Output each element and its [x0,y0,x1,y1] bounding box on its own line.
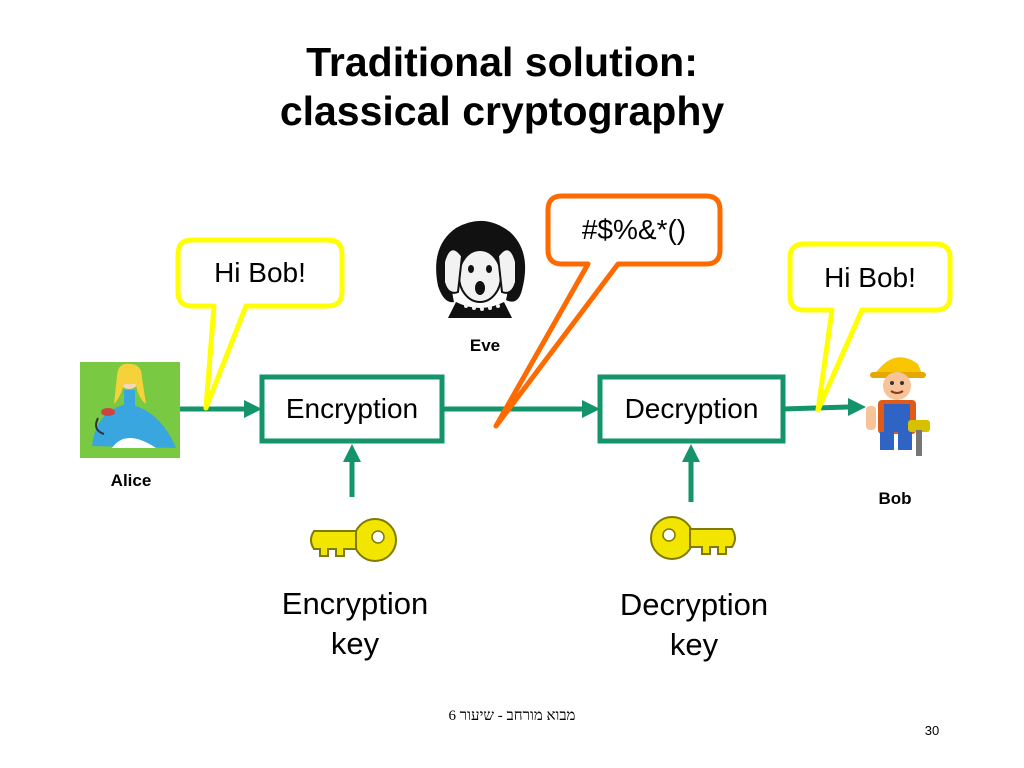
eve-speech-bubble [493,193,723,429]
bob-name: Bob [878,489,912,508]
encryption-box [259,374,445,444]
slide-title: Traditional solution: classical cryptogr… [0,38,1004,136]
alice-name: Alice [110,471,152,490]
decryption-key-icon [650,516,736,560]
decryption-key-label: Decryption key [594,585,794,665]
decryption-key-label-line1: Decryption [619,587,769,622]
title-line-1: Traditional solution: [306,39,698,85]
eve-shocked-woman-icon [436,220,526,318]
decryption-box-label: Decryption [624,393,759,424]
flow-arrows [180,398,866,502]
encryption-key-icon [310,518,397,562]
intercepted-message: #$%&*() [581,214,687,245]
alice-speech-bubble [175,237,345,411]
bob-message: Hi Bob! [824,262,916,293]
footer-text: מבוא מורחב - שיעור 6 [448,708,576,724]
decryption-box [597,374,786,444]
encryption-box-label: Encryption [285,393,419,424]
page-number: 30 [924,723,940,738]
arrow-decryption-to-bob [782,404,849,412]
alice-figure-icon [80,362,180,458]
encryption-key-label-line1: Encryption [281,586,429,621]
alice-message: Hi Bob! [214,257,306,288]
title-line-2: classical cryptography [279,88,725,134]
bob-builder-icon [866,357,930,456]
eve-name: Eve [469,336,501,355]
encryption-key-label-line2: key [330,626,380,661]
bob-speech-bubble [787,241,953,413]
decryption-key-label-line2: key [669,627,719,662]
encryption-key-label: Encryption key [255,584,455,664]
